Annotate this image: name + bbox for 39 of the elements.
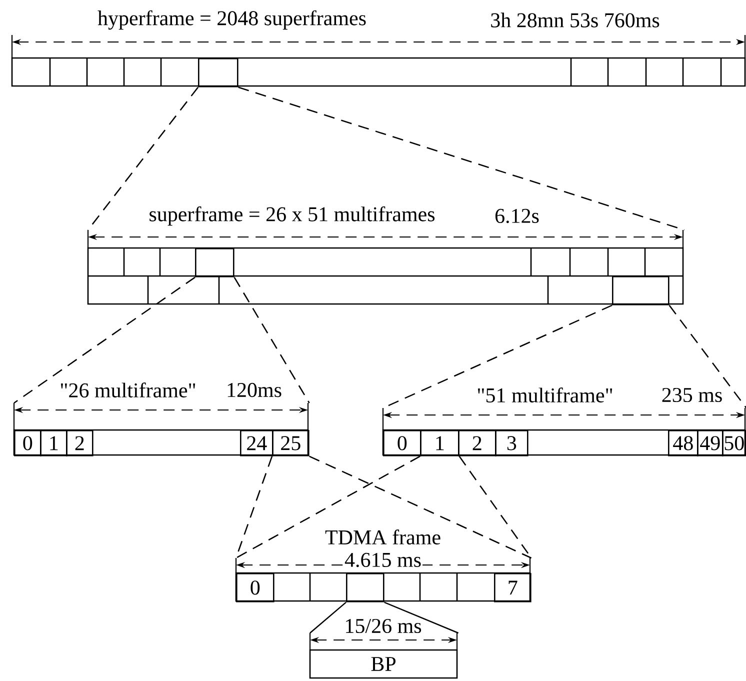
slot-cell: 0 [383, 430, 422, 456]
frame-label: hyperframe = 2048 superframes [96, 9, 368, 31]
slot-cell [346, 573, 384, 602]
slot-cell: 50 [722, 430, 746, 456]
slot-cell: 49 [697, 430, 724, 456]
zoom-line [234, 276, 310, 404]
frame-label: TDMA frame [324, 528, 442, 546]
zoom-line [236, 456, 420, 559]
frame-label: 6.12s [494, 208, 540, 224]
slot-cell: 25 [272, 430, 310, 456]
slot-cell: 3 [495, 430, 528, 456]
zoom-line [238, 86, 684, 231]
frame-label: superframe = 26 x 51 multiframes [148, 205, 436, 227]
slot-cell: 0 [236, 573, 274, 602]
frame-label: 120ms [225, 382, 283, 398]
slot-cell: 2 [66, 430, 94, 456]
slot-cell: 24 [240, 430, 274, 456]
frame-bar: BP [309, 649, 458, 679]
frame-label: 3h 28mn 53s 760ms [489, 12, 661, 28]
zoom-line [87, 86, 199, 230]
frame-label: 235 ms [660, 386, 724, 404]
zoom-line [14, 276, 196, 404]
slot-cell: 2 [458, 430, 496, 456]
slot-cell: 48 [668, 430, 698, 456]
slot-cell [195, 248, 234, 278]
zoom-line [384, 602, 459, 634]
frame-label: 15/26 ms [343, 618, 423, 634]
slot-cell [198, 58, 238, 88]
slot-cell: 1 [420, 430, 460, 456]
slot-cell [612, 276, 670, 306]
frame-label: "51 multiframe" [476, 386, 614, 404]
zoom-line [668, 304, 746, 408]
frame-label: 4.615 ms [344, 552, 422, 568]
zoom-line [310, 602, 346, 634]
slot-cell: 0 [14, 430, 42, 456]
frame-label: "26 multiframe" [58, 382, 198, 398]
slot-cell: 1 [40, 430, 68, 456]
zoom-line [309, 456, 532, 559]
slot-cell: 7 [494, 573, 532, 602]
